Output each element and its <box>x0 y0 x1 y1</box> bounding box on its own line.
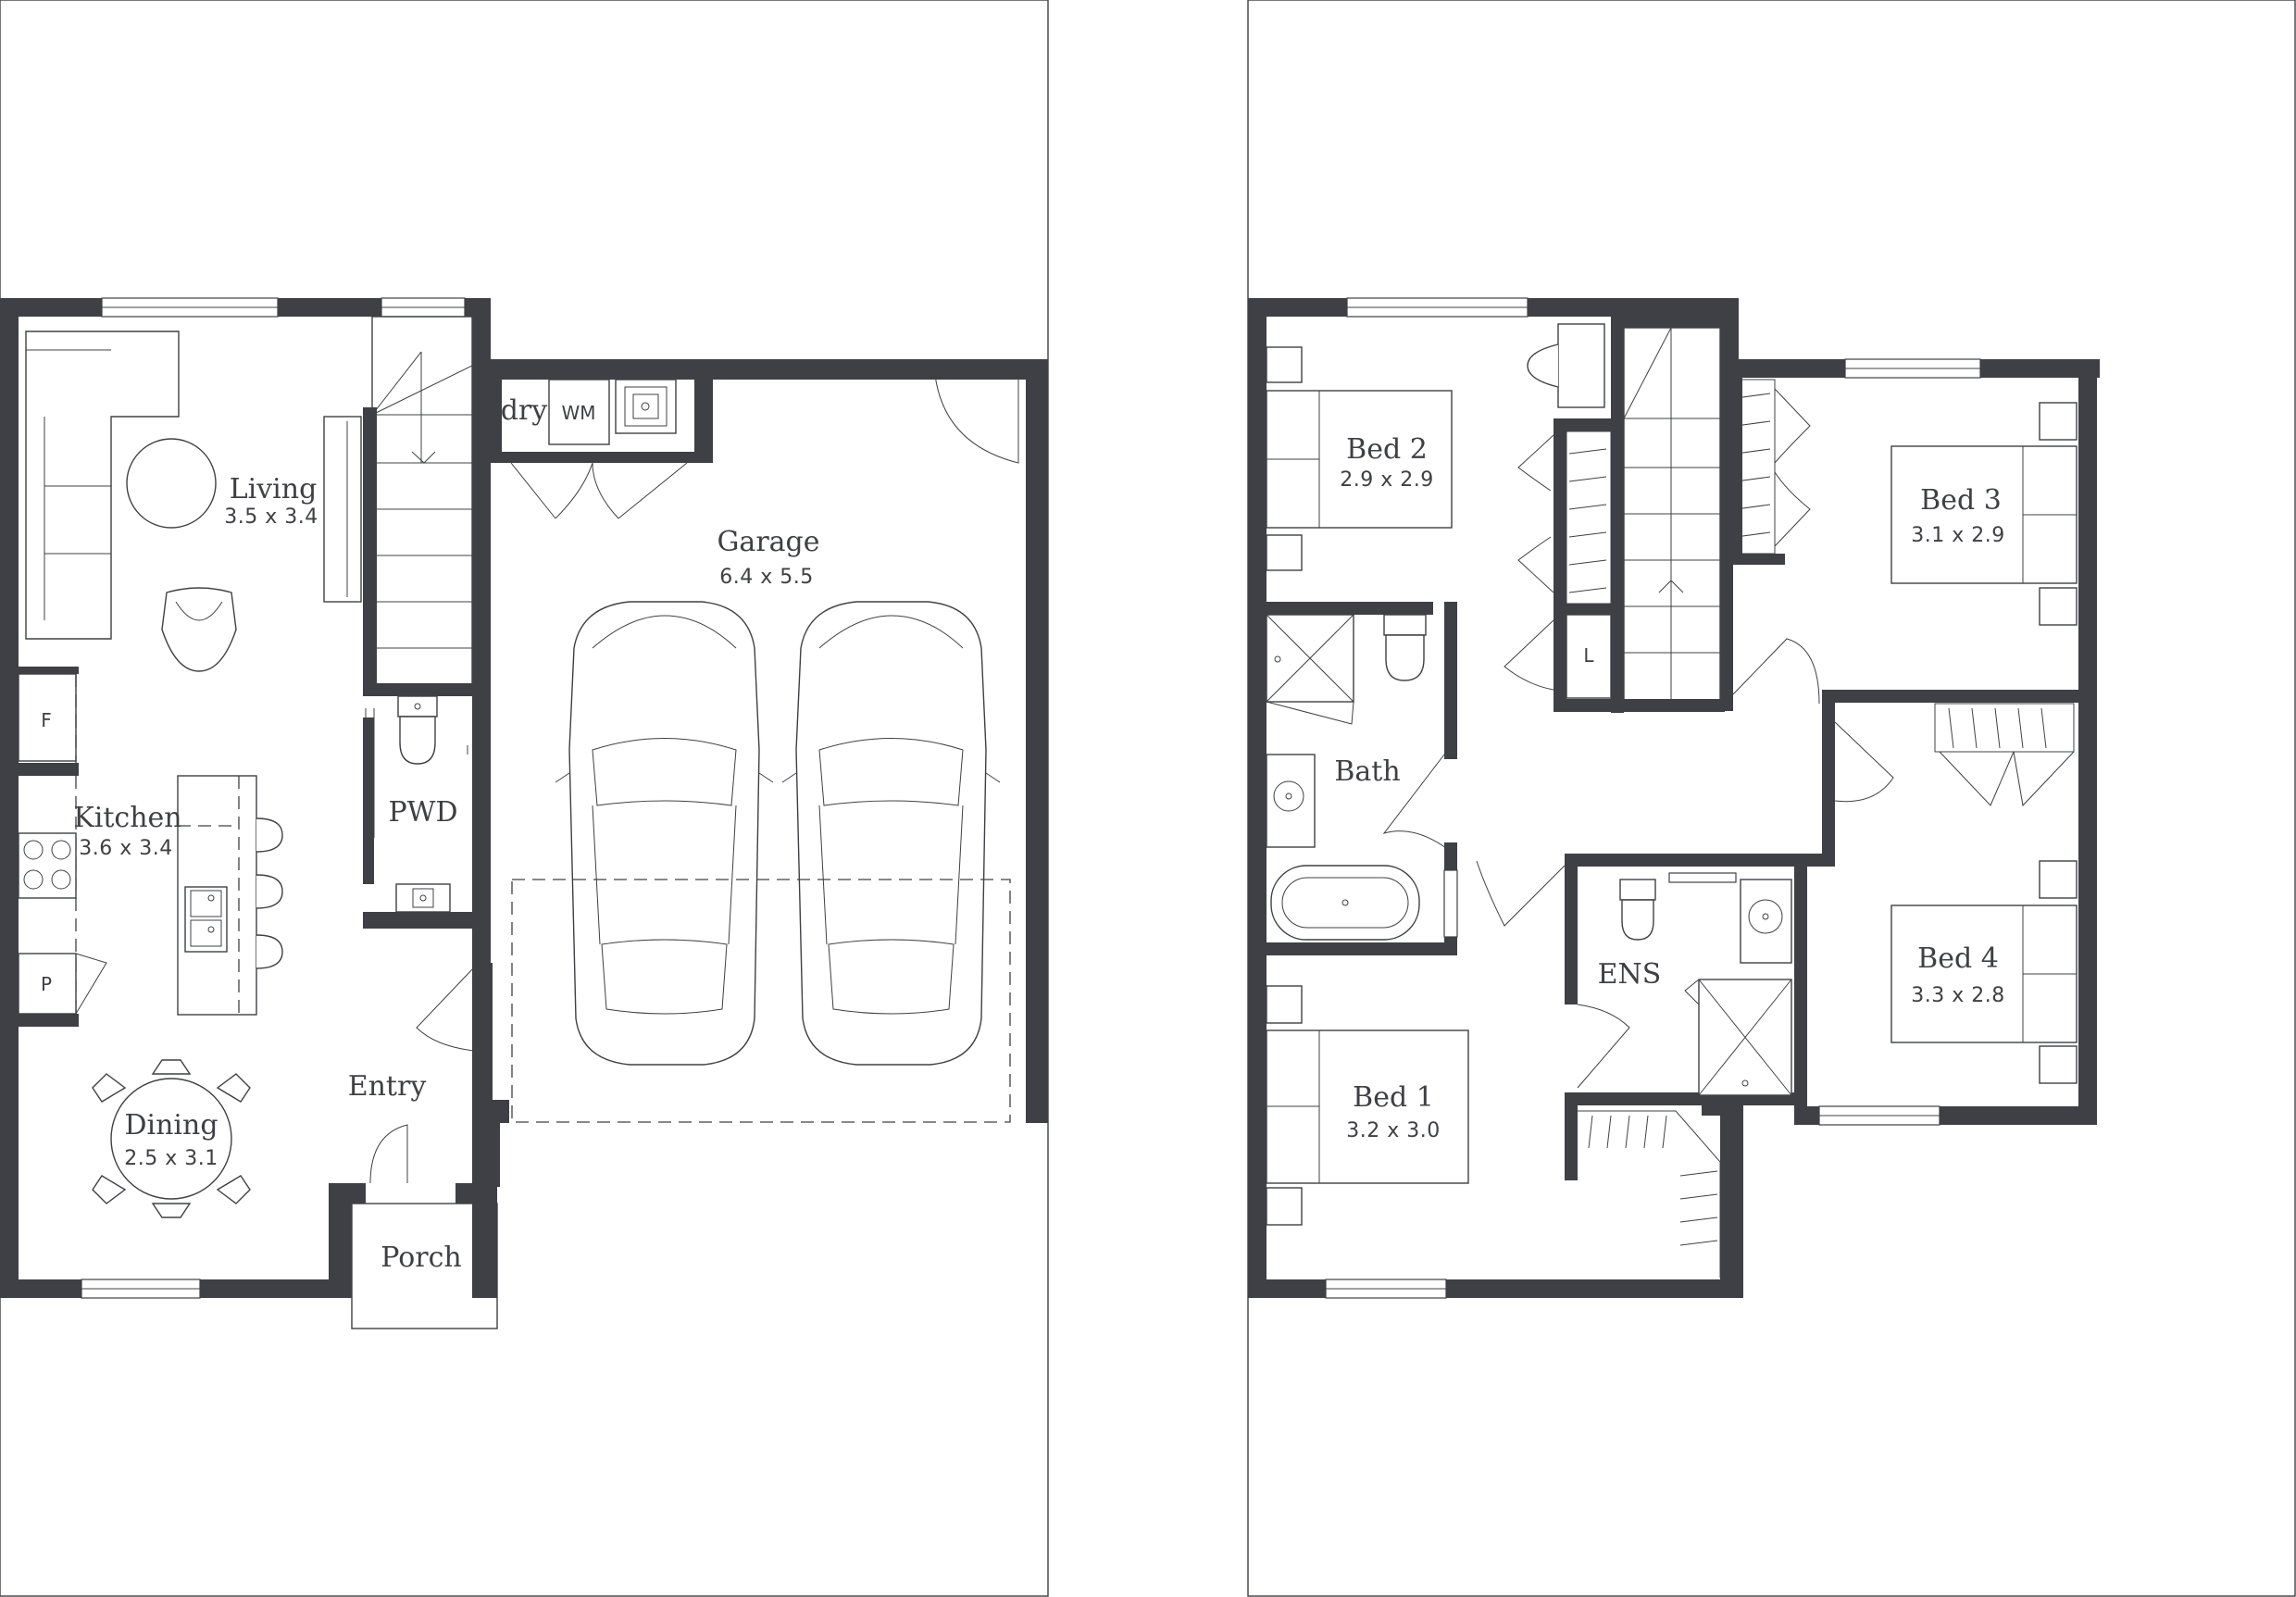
garage-cars <box>511 601 1011 1123</box>
first-floor-windows <box>1325 297 1981 1299</box>
fridge-tag: F <box>41 709 52 731</box>
ground-stairs <box>371 316 473 688</box>
pwd-name: PWD <box>388 796 457 829</box>
bed3-size: 3.1 x 2.9 <box>1911 524 2004 547</box>
bed1-furniture <box>1266 985 1469 1226</box>
ground-floor-doors <box>369 374 1019 1184</box>
first-floor: L <box>1248 297 2100 1299</box>
bed4-size: 3.3 x 2.8 <box>1911 984 2004 1007</box>
living-size: 3.5 x 3.4 <box>224 505 318 529</box>
kitchen-name: Kitchen <box>73 802 181 834</box>
bed1-size: 3.2 x 3.0 <box>1346 1119 1440 1142</box>
bed4-name: Bed 4 <box>1917 942 1999 975</box>
bed3-furniture <box>1890 402 2078 626</box>
ground-floor: F P <box>0 297 1048 1329</box>
laundry-name: Ldry <box>482 394 547 427</box>
first-floor-labels: Bed 2 2.9 x 2.9 Bed 3 3.1 x 2.9 Bed 4 3.… <box>1334 433 2004 1142</box>
garage-size: 6.4 x 5.5 <box>719 566 813 589</box>
laundry-fixtures <box>510 379 688 519</box>
kitchen-fixtures: F P <box>18 673 283 1016</box>
dining-size: 2.5 x 3.1 <box>124 1147 218 1170</box>
bed1-wir <box>1578 1110 1721 1278</box>
linen-tag: L <box>1583 644 1594 667</box>
pwd-fixtures <box>365 695 468 913</box>
ens-name: ENS <box>1598 958 1662 991</box>
porch-name: Porch <box>381 1241 462 1274</box>
ground-floor-windows <box>81 297 466 1299</box>
living-name: Living <box>230 473 318 505</box>
bed2-name: Bed 2 <box>1346 433 1428 466</box>
bath-fixtures <box>1266 614 1454 941</box>
garage-name: Garage <box>717 526 819 558</box>
bed2-size: 2.9 x 2.9 <box>1340 468 1433 492</box>
washing-machine-tag: WM <box>561 402 595 424</box>
bed3-wardrobe <box>1732 379 1820 705</box>
ens-fixtures <box>1476 860 1792 1096</box>
bed4-wardrobe <box>1834 703 2075 807</box>
bed3-name: Bed 3 <box>1920 484 2002 517</box>
upper-stairs: L <box>1504 327 1721 703</box>
bed4-furniture <box>1890 860 2078 1084</box>
bed2-furniture <box>1266 323 1605 571</box>
bath-name: Bath <box>1334 755 1400 788</box>
dining-furniture <box>92 1059 251 1218</box>
entry-name: Entry <box>348 1070 427 1103</box>
pantry-tag: P <box>41 973 52 995</box>
bed1-name: Bed 1 <box>1353 1081 1434 1114</box>
ground-floor-labels: Living 3.5 x 3.4 Kitchen 3.6 x 3.4 Dinin… <box>73 394 819 1274</box>
living-furniture <box>25 331 362 672</box>
kitchen-size: 3.6 x 3.4 <box>79 837 172 860</box>
porch-outline <box>351 1203 498 1329</box>
dining-name: Dining <box>124 1109 218 1142</box>
